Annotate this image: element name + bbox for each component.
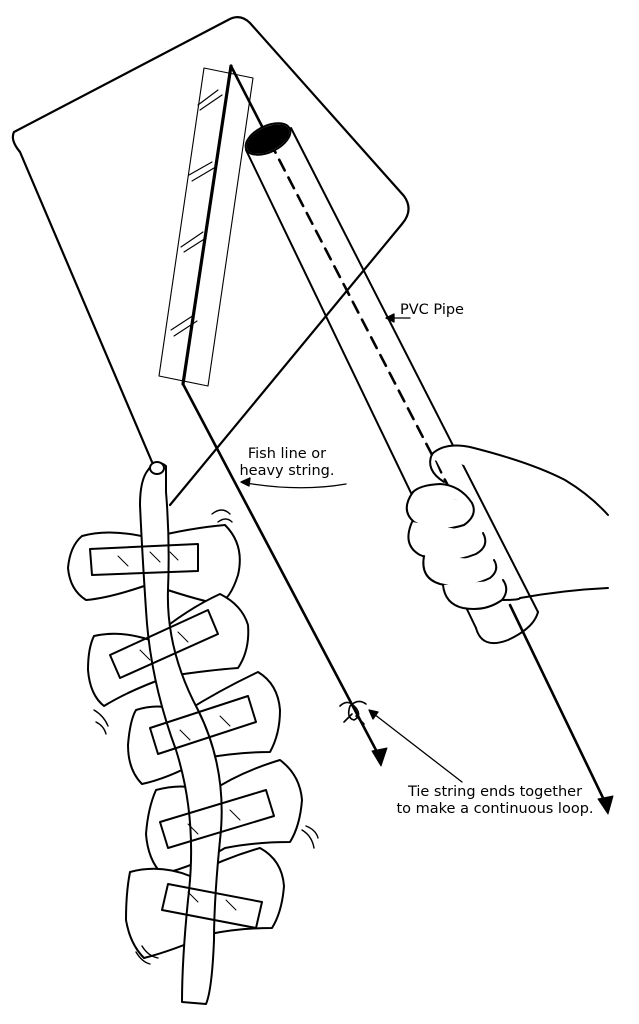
arrowhead-right: [597, 795, 614, 815]
tail-bow-4: [145, 759, 303, 875]
kite-spine: [181, 64, 233, 386]
fish-line-label-line2: heavy string.: [239, 463, 335, 479]
arrowhead-left: [371, 747, 388, 767]
tail-ribbon: [139, 461, 223, 1005]
hand: [405, 444, 609, 610]
kite-tail: [67, 461, 319, 1005]
label-leaders: [240, 313, 463, 783]
tie-string-label-line1: Tie string ends together: [407, 784, 583, 800]
knot-icon: [339, 700, 367, 725]
fish-line-label-line1: Fish line or: [247, 446, 327, 462]
tie-string-label-line2: to make a continuous loop.: [396, 801, 594, 817]
kite-sail: [11, 16, 410, 507]
pvc-pipe-label: PVC Pipe: [400, 302, 464, 318]
fish-line-loop: [181, 64, 606, 802]
